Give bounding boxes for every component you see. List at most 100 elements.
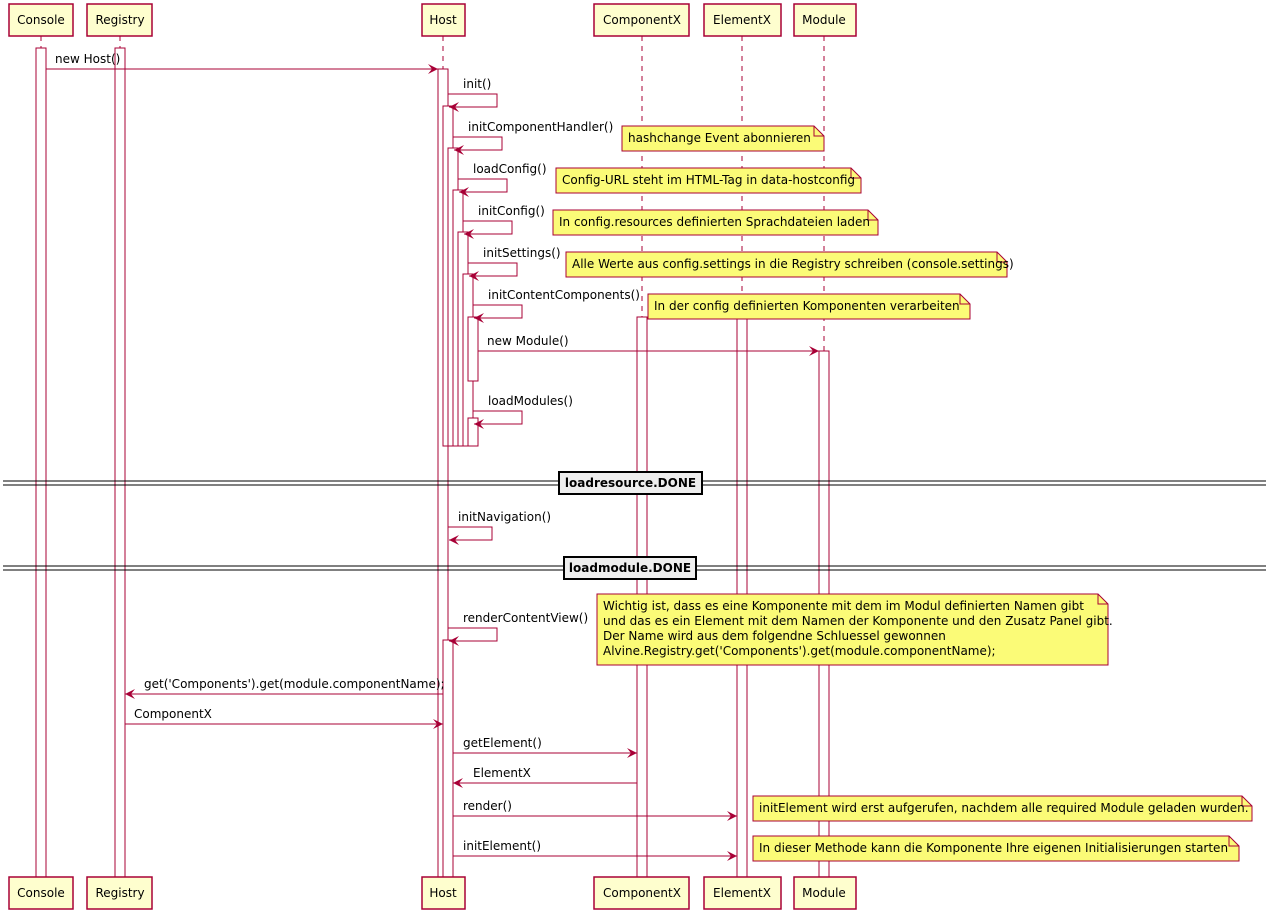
note-box <box>621 125 825 152</box>
self-message-arrow <box>453 136 503 155</box>
message-3: initComponentHandler() <box>453 120 613 155</box>
note-8: In dieser Methode kann die Komponente Ih… <box>752 835 1240 862</box>
self-message-arrow <box>463 220 513 239</box>
note-1: hashchange Event abonnieren <box>621 125 825 152</box>
note-box <box>752 835 1240 862</box>
participant-box <box>421 876 466 910</box>
note-fold <box>1228 836 1239 847</box>
activation-bar <box>35 47 47 878</box>
message-5: initConfig() <box>463 204 545 239</box>
note-text: Alle Werte aus config.settings in die Re… <box>572 257 1014 271</box>
message-6: initSettings() <box>468 246 561 281</box>
note-text: hashchange Event abonnieren <box>628 131 811 145</box>
note-fold <box>996 252 1007 263</box>
message-label: get('Components').get(module.componentNa… <box>144 677 445 691</box>
message-14: getElement() <box>453 736 637 758</box>
note-fold <box>1241 796 1252 807</box>
message-7: initContentComponents() <box>473 288 640 323</box>
message-label: loadModules() <box>488 394 573 408</box>
divider-box <box>563 556 697 580</box>
message-label: getElement() <box>463 736 542 750</box>
message-label: initNavigation() <box>458 510 551 524</box>
participant-module-bottom: Module <box>793 876 857 910</box>
participant-box <box>86 3 153 37</box>
note-text: In dieser Methode kann die Komponente Ih… <box>759 841 1228 855</box>
message-label: loadConfig() <box>473 162 547 176</box>
note-text: In der config definierten Komponenten ve… <box>654 299 960 313</box>
message-1: new Host() <box>46 52 438 74</box>
participant-componentx-top: ComponentX <box>593 3 690 37</box>
participant-label: Host <box>429 886 457 900</box>
participant-registry-bottom: Registry <box>86 876 153 910</box>
message-17: initElement() <box>453 839 737 861</box>
note-box <box>596 593 1109 666</box>
activation-bar <box>467 316 479 382</box>
note-3: In config.resources definierten Sprachda… <box>552 209 879 236</box>
note-box <box>555 167 862 194</box>
participant-box <box>8 3 74 37</box>
message-label: initConfig() <box>478 204 545 218</box>
message-label: new Module() <box>487 334 569 348</box>
participant-label: Module <box>802 886 846 900</box>
participant-console-top: Console <box>8 3 74 37</box>
message-label: init() <box>463 77 491 91</box>
message-label: ElementX <box>473 766 531 780</box>
participant-label: ElementX <box>713 13 771 27</box>
note-fold <box>850 168 861 179</box>
participant-box <box>8 876 74 910</box>
note-2: Config-URL steht im HTML-Tag in data-hos… <box>555 167 862 194</box>
participant-box <box>703 3 782 37</box>
note-box <box>565 251 1008 278</box>
divider-2: loadmodule.DONE <box>3 556 1266 580</box>
activation-bar <box>114 47 126 878</box>
note-text: Der Name wird aus dem folgendne Schluess… <box>603 629 946 643</box>
note-fold <box>813 126 824 137</box>
participant-console-bottom: Console <box>8 876 74 910</box>
message-9: loadModules() <box>473 394 573 429</box>
participant-label: Registry <box>95 886 144 900</box>
participant-box <box>593 3 690 37</box>
message-16: render() <box>453 799 737 821</box>
self-message-arrow <box>458 178 508 197</box>
activation-bar <box>442 639 454 878</box>
note-text: initElement wird erst aufgerufen, nachde… <box>759 801 1249 815</box>
note-4: Alle Werte aus config.settings in die Re… <box>565 251 1014 278</box>
message-13: ComponentX <box>125 707 443 729</box>
participant-label: Module <box>802 13 846 27</box>
note-5: In der config definierten Komponenten ve… <box>647 293 971 320</box>
participant-label: Host <box>429 13 457 27</box>
note-text: In config.resources definierten Sprachda… <box>559 215 870 229</box>
self-message-arrow <box>448 93 498 112</box>
note-box <box>552 209 879 236</box>
message-label: initSettings() <box>483 246 561 260</box>
participant-elementx-top: ElementX <box>703 3 782 37</box>
participant-registry-top: Registry <box>86 3 153 37</box>
lifelines <box>40 36 825 877</box>
message-label: initComponentHandler() <box>468 120 613 134</box>
message-2: init() <box>448 77 498 112</box>
self-message-arrow <box>448 627 498 646</box>
note-fold <box>1097 594 1108 605</box>
participant-host-bottom: Host <box>421 876 466 910</box>
message-4: loadConfig() <box>458 162 547 197</box>
activation-bar <box>467 417 479 447</box>
self-message-arrow <box>473 410 523 429</box>
divider-box <box>558 471 703 495</box>
note-box <box>647 293 971 320</box>
self-message-arrow <box>468 262 518 281</box>
participants: ConsoleConsoleRegistryRegistryHostHostCo… <box>8 3 857 910</box>
participant-box <box>793 3 857 37</box>
divider-1: loadresource.DONE <box>3 471 1266 495</box>
participant-label: Registry <box>95 13 144 27</box>
message-11: renderContentView() <box>448 611 588 646</box>
participant-componentx-bottom: ComponentX <box>593 876 690 910</box>
message-8: new Module() <box>478 334 819 356</box>
message-label: initContentComponents() <box>488 288 640 302</box>
participant-box <box>593 876 690 910</box>
participant-label: Console <box>17 886 65 900</box>
participant-box <box>703 876 782 910</box>
message-12: get('Components').get(module.componentNa… <box>125 677 445 699</box>
divider-label: loadmodule.DONE <box>569 561 691 575</box>
